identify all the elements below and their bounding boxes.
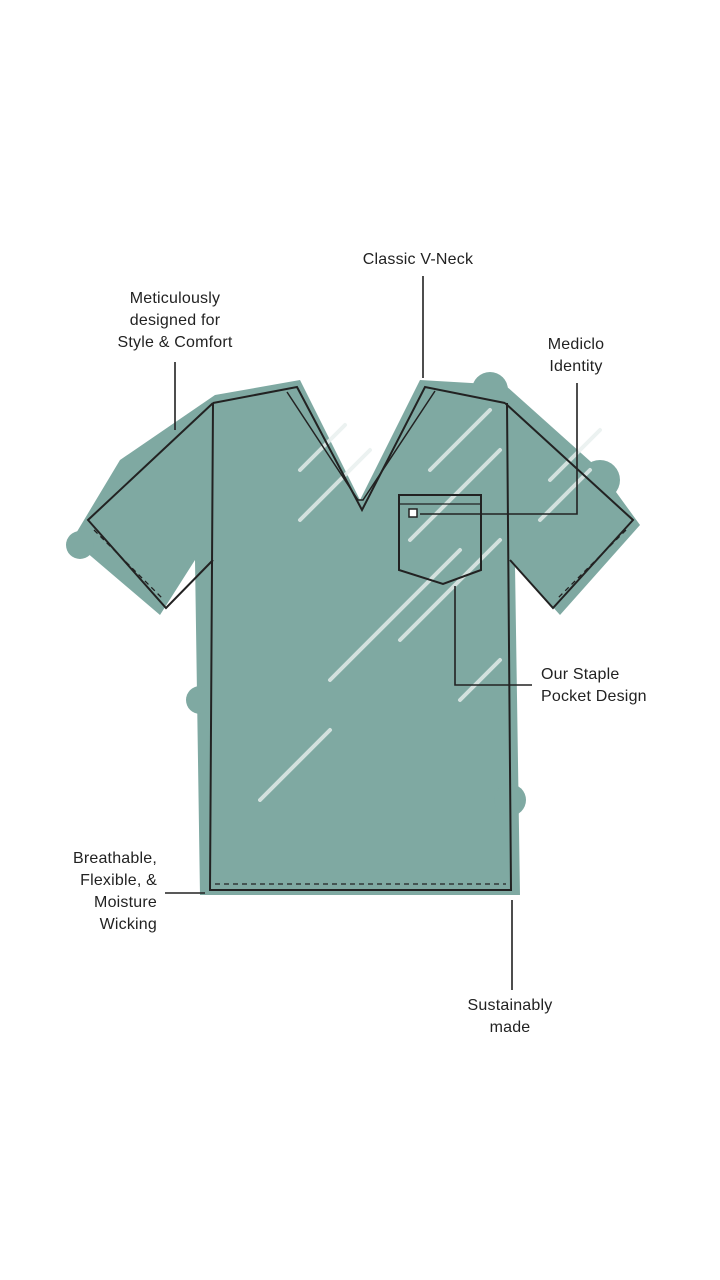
label-line: Flexible, & bbox=[80, 872, 157, 889]
label-line: Classic V-Neck bbox=[362, 251, 474, 268]
label-line: Style & Comfort bbox=[117, 334, 233, 351]
label-line: Pocket Design bbox=[541, 688, 647, 705]
teal-scribble-fill bbox=[66, 372, 640, 895]
label-line: Wicking bbox=[99, 916, 157, 933]
label-line: Moisture bbox=[94, 894, 157, 911]
label-line: made bbox=[489, 1019, 531, 1036]
label-classic-v-neck: Classic V-Neck bbox=[330, 249, 506, 271]
label-line: Mediclo bbox=[547, 336, 605, 353]
label-pocket-design: Our Staple Pocket Design bbox=[541, 664, 711, 708]
label-breathable: Breathable, Flexible, & Moisture Wicking bbox=[20, 848, 157, 936]
label-line: Meticulously bbox=[129, 290, 221, 307]
highlight-streaks bbox=[258, 408, 602, 802]
scrub-top-outline bbox=[86, 385, 635, 891]
label-line: Our Staple bbox=[541, 666, 620, 683]
leader-lines bbox=[165, 276, 578, 990]
label-mediclo-identity: Mediclo Identity bbox=[526, 334, 626, 378]
label-line: Breathable, bbox=[72, 850, 157, 867]
label-line: Identity bbox=[549, 358, 603, 375]
label-line: designed for bbox=[129, 312, 221, 329]
label-line: Sustainably bbox=[467, 997, 553, 1014]
label-style-comfort: Meticulously designed for Style & Comfor… bbox=[95, 288, 255, 354]
label-sustainably-made: Sustainably made bbox=[450, 995, 570, 1039]
